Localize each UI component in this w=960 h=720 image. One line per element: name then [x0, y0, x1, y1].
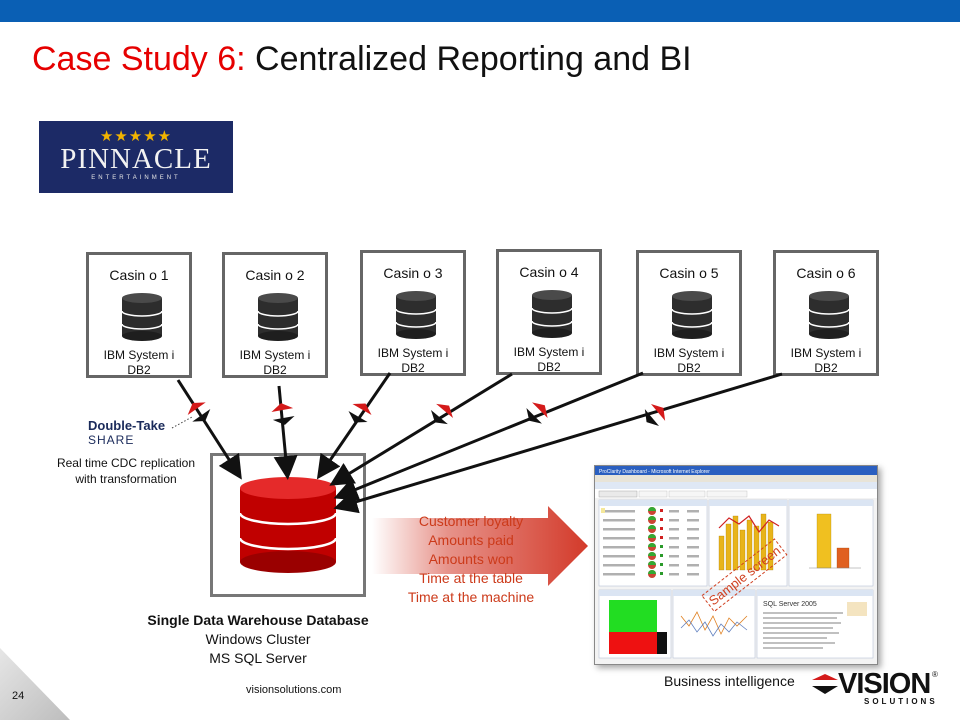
transfer-arrow: [372, 506, 588, 586]
casino-box-2: Casin o 2 IBM System i DB2: [222, 252, 328, 378]
logo-stars: ★★★★★: [99, 128, 173, 145]
database-icon: [122, 293, 162, 341]
metrics-list: Customer loyalty Amounts paid Amounts wo…: [376, 512, 566, 607]
replication-arrow-3: [316, 372, 392, 480]
database-icon: [396, 291, 436, 339]
title-main: Centralized Reporting and BI: [255, 40, 692, 78]
casino-name: Casin o 1: [109, 267, 169, 283]
database-icon: [532, 290, 572, 338]
casino-box-1: Casin o 1 IBM System i DB2: [86, 252, 192, 378]
logo-sub: ENTERTAINMENT: [91, 175, 181, 181]
warehouse-title: Single Data Warehouse Database: [147, 612, 369, 628]
casino-db: DB2: [127, 363, 151, 377]
logo-pointer-line: [171, 416, 193, 429]
casino-db: DB2: [814, 361, 838, 375]
casino-system: IBM System i: [513, 345, 585, 359]
casino-system: IBM System i: [103, 348, 175, 362]
casino-box-5: Casin o 5 IBM System i DB2: [636, 250, 742, 376]
top-banner: [0, 0, 960, 22]
slide-title: Case Study 6: Centralized Reporting and …: [32, 40, 692, 79]
double-take-logo-top: Double-Take: [88, 418, 166, 433]
casino-system: IBM System i: [653, 346, 725, 360]
sql-panel-title: SQL Server 2005: [763, 601, 817, 608]
replication-caption-line1: Real time CDC replication: [56, 456, 196, 470]
replication-caption-line2: with transformation: [75, 472, 177, 486]
double-take-logo-bottom: SHARE: [88, 433, 135, 447]
warehouse-caption: Single Data Warehouse Database Windows C…: [120, 611, 396, 668]
vision-logo-reg: ®: [932, 670, 938, 679]
replication-arrow-1: [176, 379, 242, 480]
metric-item: Amounts paid: [428, 532, 514, 548]
replication-arrow-5: [333, 371, 644, 501]
casino-system: IBM System i: [239, 348, 311, 362]
vision-logo-mark-icon: [812, 674, 838, 694]
casino-name: Casin o 3: [383, 265, 443, 281]
double-take-connector-icon: [348, 403, 372, 423]
page-number: 24: [12, 690, 25, 702]
footer-url: visionsolutions.com: [246, 684, 342, 696]
casino-db: DB2: [537, 360, 561, 374]
metric-item: Time at the table: [419, 570, 523, 586]
warehouse-line3: MS SQL Server: [209, 650, 307, 666]
double-take-logo: Double-Take SHARE: [88, 418, 165, 447]
casino-box-6: Casin o 6 IBM System i DB2: [773, 250, 879, 376]
pinnacle-logo: ★★★★★ PINNACLE ENTERTAINMENT: [39, 121, 233, 193]
casino-system: IBM System i: [790, 346, 862, 360]
logo-name: PINNACLE: [60, 143, 212, 175]
casino-db: DB2: [401, 361, 425, 375]
casino-db: DB2: [677, 361, 701, 375]
vision-logo-sub: SOLUTIONS: [864, 697, 938, 706]
bi-label: Business intelligence: [664, 673, 795, 689]
metric-item: Time at the machine: [407, 589, 535, 605]
red-database-icon: [240, 477, 336, 573]
replication-caption: Real time CDC replication with transform…: [44, 455, 208, 487]
casino-box-4: Casin o 4 IBM System i DB2: [496, 249, 602, 375]
database-icon: [258, 293, 298, 341]
replication-arrow-6: [333, 372, 783, 514]
vision-logo-name: VISION: [838, 668, 931, 700]
casino-name: Casin o 5: [659, 265, 719, 281]
dashboard-thumbnail: ProClarity Dashboard - Microsoft Interne…: [595, 466, 877, 659]
window-title: ProClarity Dashboard - Microsoft Interne…: [599, 469, 710, 475]
replication-arrow-4: [329, 372, 513, 486]
metric-item: Amounts won: [428, 551, 514, 567]
casino-db: DB2: [263, 363, 287, 377]
warehouse-line2: Windows Cluster: [205, 631, 311, 647]
bi-dashboard-screenshot: ProClarity Dashboard - Microsoft Interne…: [594, 465, 878, 665]
database-icon: [809, 291, 849, 339]
metric-item: Customer loyalty: [418, 513, 524, 529]
double-take-connector-icon: [526, 402, 548, 424]
casino-box-3: Casin o 3 IBM System i DB2: [360, 250, 466, 376]
casino-system: IBM System i: [377, 346, 449, 360]
casino-name: Casin o 6: [796, 265, 856, 281]
double-take-connector-icon: [271, 403, 295, 425]
casino-name: Casin o 2: [245, 267, 305, 283]
database-icon: [672, 291, 712, 339]
slide-corner: [0, 648, 70, 720]
title-prefix: Case Study 6:: [32, 40, 246, 78]
replication-arrow-2: [273, 385, 298, 480]
casino-name: Casin o 4: [519, 264, 579, 280]
